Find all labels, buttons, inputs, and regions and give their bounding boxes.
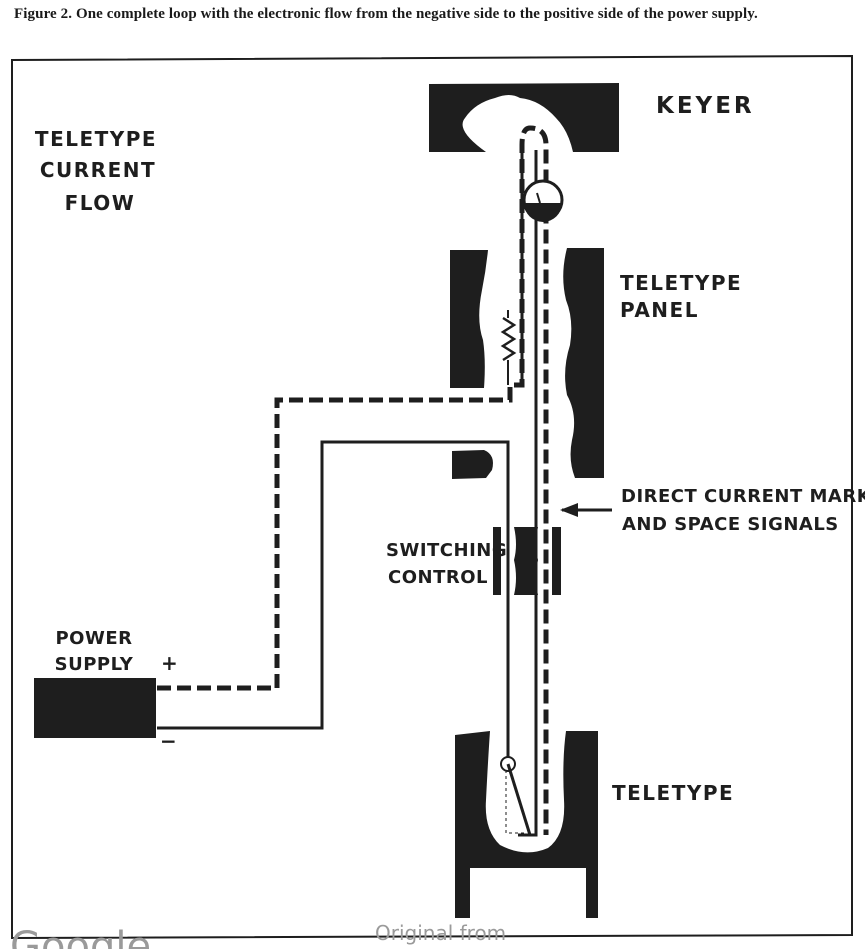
panel-left-block: [450, 250, 488, 388]
panel-label-line-2: PANEL: [620, 298, 699, 322]
switching-block-center: [514, 527, 538, 595]
power-label-line-1: POWER: [55, 628, 132, 649]
signals-label-line-2: AND SPACE SIGNALS: [622, 514, 839, 535]
title-line-2: CURRENT: [40, 158, 156, 182]
switching-block-left: [493, 527, 501, 595]
keyer-block: [429, 83, 619, 152]
meter-needle-area: [524, 203, 562, 222]
electron-flow-outer-path: [157, 125, 549, 835]
key-lever-alt-position: [505, 770, 525, 834]
switching-label-line-1: SWITCHING: [386, 540, 507, 561]
resistor-symbol: [500, 316, 517, 362]
small-block: [452, 450, 493, 479]
plus-terminal-label: +: [161, 651, 179, 675]
title-line-1: TELETYPE: [35, 127, 157, 151]
switching-label-line-2: CONTROL: [388, 567, 488, 588]
teletype-machine: [455, 731, 598, 918]
switching-block-right: [552, 527, 561, 595]
google-watermark: Google: [10, 924, 151, 949]
panel-right-block: [563, 248, 604, 478]
signals-label-line-1: DIRECT CURRENT MARK: [621, 486, 865, 507]
power-supply-block: [34, 678, 156, 738]
meter-needle: [536, 192, 541, 204]
signals-arrow-head: [560, 503, 578, 517]
title-line-3: FLOW: [65, 191, 136, 215]
keyer-label: KEYER: [656, 93, 755, 119]
original-from-watermark: Original from: [375, 921, 506, 945]
figure-caption: Figure 2. One complete loop with the ele…: [14, 6, 758, 22]
key-lever: [506, 763, 532, 836]
power-label-line-2: SUPPLY: [55, 654, 134, 675]
loop-tube-line: [157, 145, 538, 837]
figure-frame: [11, 54, 853, 940]
minus-terminal-label: −: [160, 729, 178, 753]
panel-label-line-1: TELETYPE: [620, 271, 742, 295]
teletype-label: TELETYPE: [612, 781, 734, 805]
